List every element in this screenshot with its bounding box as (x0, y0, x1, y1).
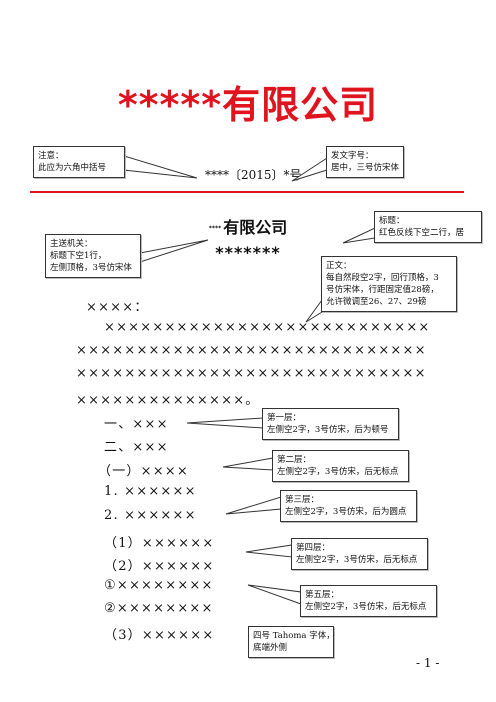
paragraph-line: ××××××××××××××××××××××××××××× (76, 343, 427, 358)
level-item: ①×××××××× (104, 578, 214, 593)
page-number: - 1 - (416, 656, 440, 670)
document-title-line2: ******* (215, 243, 281, 262)
callout-level-5: 第五层： 左侧空2字，3号仿宋，后无标点 (300, 585, 437, 617)
document-number: ****〔2015〕*号 (205, 168, 302, 182)
callout-pointer (222, 457, 274, 471)
callout-body-note: 正文： 每自然段空2字，回行顶格，3 号仿宋体，行距固定值28磅， 允许微调至2… (321, 256, 457, 312)
callout-pointer (139, 239, 209, 263)
paragraph-line: ××××××××××××××××××××××××××××× (76, 366, 427, 381)
callout-pointer (291, 157, 328, 182)
title-main: 有限公司 (223, 218, 288, 237)
callout-pointer (245, 544, 293, 558)
level-item: （2）×××××× (104, 559, 215, 574)
red-separator-line (30, 191, 464, 193)
document-title: ****有限公司 (0, 214, 496, 238)
paragraph-line: ××××××××××××××××××××××××××× (104, 320, 431, 335)
level-item: 二、××× (104, 440, 169, 455)
callout-pointer (186, 417, 264, 429)
callout-pointer (247, 584, 302, 605)
callout-level-1: 第一层： 左侧空2字，3号仿宋，后为顿号 (262, 408, 399, 440)
company-header-title: *****有限公司 (117, 83, 379, 127)
level-item: （3）×××××× (104, 628, 215, 643)
callout-note-brackets: 注意： 此应为六角中括号 (33, 146, 125, 178)
callout-doc-number-font: 发文字号： 居中，三号仿宋体 (326, 146, 404, 178)
level-item: 1. ×××××× (104, 484, 197, 499)
level-item: （一）×××× (98, 464, 189, 479)
callout-title-note: 标题： 红色反线下空二行，居 (374, 211, 482, 243)
callout-pointer (305, 298, 323, 323)
callout-pointer (225, 496, 282, 515)
recipient-line: ××××： (86, 300, 149, 315)
callout-pointer (342, 227, 376, 244)
title-prefix: **** (208, 225, 222, 232)
paragraph-line: ××××××××××××××。 (76, 393, 260, 408)
callout-recipient-note: 主送机关： 标题下空1行， 左侧顶格，3号仿宋体 (45, 234, 141, 278)
callout-page-number-note: 四号 Tahoma 字体， 底端外侧 (248, 626, 335, 658)
callout-level-3: 第三层： 左侧空2字，3号仿宋，后为圆点 (280, 490, 417, 522)
level-item: 2. ×××××× (104, 508, 197, 523)
level-item: 一、××× (104, 417, 169, 432)
level-item: （1）×××××× (104, 536, 215, 551)
callout-pointer (123, 155, 198, 179)
level-item: ②×××××××× (104, 601, 214, 616)
callout-level-4: 第四层： 左侧空2字，3号仿宋，后无标点 (291, 538, 428, 570)
callout-level-2: 第二层： 左侧空2字，3号仿宋，后无标点 (272, 450, 409, 482)
